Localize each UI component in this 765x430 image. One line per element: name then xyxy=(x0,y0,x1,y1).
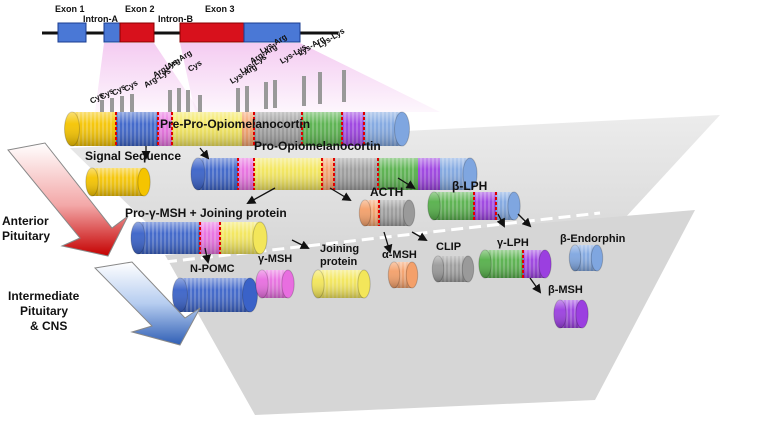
joining-label-2: protein xyxy=(320,256,358,268)
n-pomc-cylinder xyxy=(172,277,258,313)
pre-pro-cylinder xyxy=(64,111,410,147)
pomc-label: Pro-Opiomelanocortin xyxy=(254,139,381,153)
clip-cylinder xyxy=(431,255,475,283)
beta-msh-cylinder xyxy=(553,299,589,329)
processing-arrows xyxy=(141,146,542,294)
intermediate-label-2: Pituitary xyxy=(20,304,68,318)
gamma-lph-cylinder xyxy=(478,249,552,279)
exon-2-beam xyxy=(95,43,200,112)
anterior-label-1: Anterior xyxy=(2,214,49,228)
pomc-cylinder xyxy=(190,157,478,191)
exon-3-label: Exon 3 xyxy=(205,4,235,14)
gamma-msh-label: γ-MSH xyxy=(258,253,292,265)
gamma-lph-label: γ-LPH xyxy=(497,237,529,249)
intron-b-label: Intron-B xyxy=(158,14,193,24)
anterior-label-2: Pituitary xyxy=(2,229,50,243)
pro-gamma-label: Pro-γ-MSH + Joining protein xyxy=(125,206,287,220)
peptide-cylinders xyxy=(64,111,604,329)
intermediate-label-3: & CNS xyxy=(30,319,67,333)
exon-2-label: Exon 2 xyxy=(125,4,155,14)
pre-pro-label: Pre-Pro-Opiomelanocortin xyxy=(160,117,310,131)
beta-endorphin-cylinder xyxy=(568,244,604,272)
clip-label: CLIP xyxy=(436,241,461,253)
beta-lph-cylinder xyxy=(427,191,521,221)
exon-1-label: Exon 1 xyxy=(55,4,85,14)
intron-a-label: Intron-A xyxy=(83,14,118,24)
alpha-msh-label: α-MSH xyxy=(382,249,417,261)
exon-2-box-blue xyxy=(103,22,121,43)
exon-3-box-red xyxy=(179,22,245,43)
acth-label: ACTH xyxy=(370,185,403,199)
anterior-arrow xyxy=(7,142,129,257)
exon-1-box xyxy=(57,22,87,43)
signal-label: Signal Sequence xyxy=(85,149,181,163)
cleavage-pins xyxy=(100,70,346,120)
exon-3-beam xyxy=(180,43,440,112)
intermediate-label-1: Intermediate xyxy=(8,289,80,303)
alpha-msh-cylinder xyxy=(387,261,419,289)
intermediate-plane xyxy=(165,210,695,415)
gamma-msh-cylinder xyxy=(255,269,295,299)
beta-msh-label: β-MSH xyxy=(548,284,583,296)
signal-cylinder xyxy=(85,167,151,197)
exon-2-box-red xyxy=(119,22,155,43)
acth-cylinder xyxy=(358,199,416,227)
beta-endorphin-label: β-Endorphin xyxy=(560,233,626,245)
pro-gamma-cylinder xyxy=(130,221,268,255)
beta-lph-label: β-LPH xyxy=(452,179,487,193)
joining-cylinder xyxy=(311,269,371,299)
joining-label-1: Joining xyxy=(320,243,359,255)
intermediate-arrow xyxy=(93,261,201,346)
n-pomc-label: N-POMC xyxy=(190,263,235,275)
exon-3-box-blue xyxy=(243,22,301,43)
